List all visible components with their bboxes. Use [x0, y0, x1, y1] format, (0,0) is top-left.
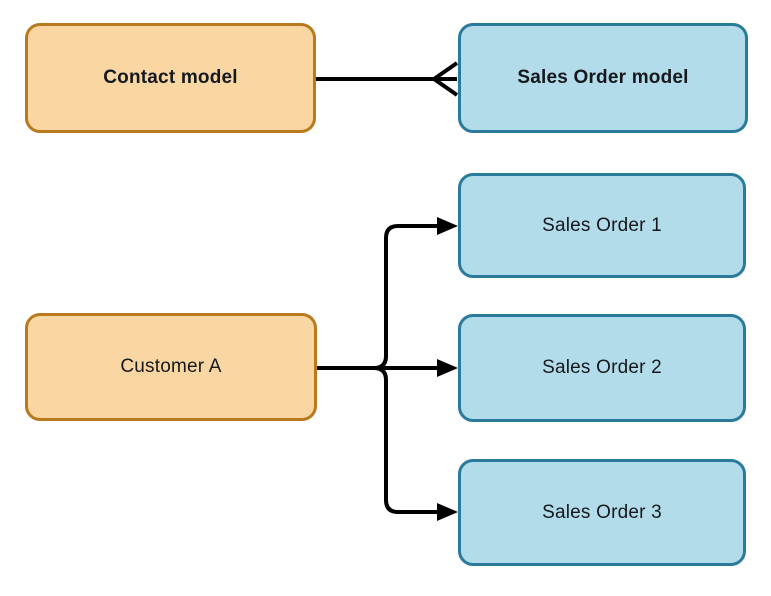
- branch-connector: [317, 217, 458, 521]
- node-sales-order-3: Sales Order 3: [458, 459, 746, 566]
- arrowhead-sales-order-2-icon: [437, 359, 458, 377]
- arrowhead-sales-order-3-icon: [437, 503, 458, 521]
- node-sales-order-3-label: Sales Order 3: [542, 501, 662, 523]
- node-contact-model: Contact model: [25, 23, 316, 133]
- node-sales-order-2: Sales Order 2: [458, 314, 746, 422]
- node-sales-order-1: Sales Order 1: [458, 173, 746, 278]
- node-contact-model-label: Contact model: [103, 67, 238, 88]
- one-to-many-connector: [316, 61, 459, 97]
- branch-to-sales-order-1: [317, 224, 449, 370]
- node-sales-order-1-label: Sales Order 1: [542, 214, 662, 236]
- node-sales-order-model-label: Sales Order model: [517, 67, 689, 88]
- branch-to-sales-order-3: [317, 366, 449, 514]
- node-customer-a: Customer A: [25, 313, 317, 421]
- crows-foot-upper-prong-icon: [432, 61, 459, 81]
- node-sales-order-2-label: Sales Order 2: [542, 357, 662, 378]
- node-customer-a-label: Customer A: [120, 356, 222, 377]
- node-sales-order-model: Sales Order model: [458, 23, 748, 133]
- arrowhead-sales-order-1-icon: [437, 217, 458, 235]
- crows-foot-lower-prong-icon: [432, 77, 459, 97]
